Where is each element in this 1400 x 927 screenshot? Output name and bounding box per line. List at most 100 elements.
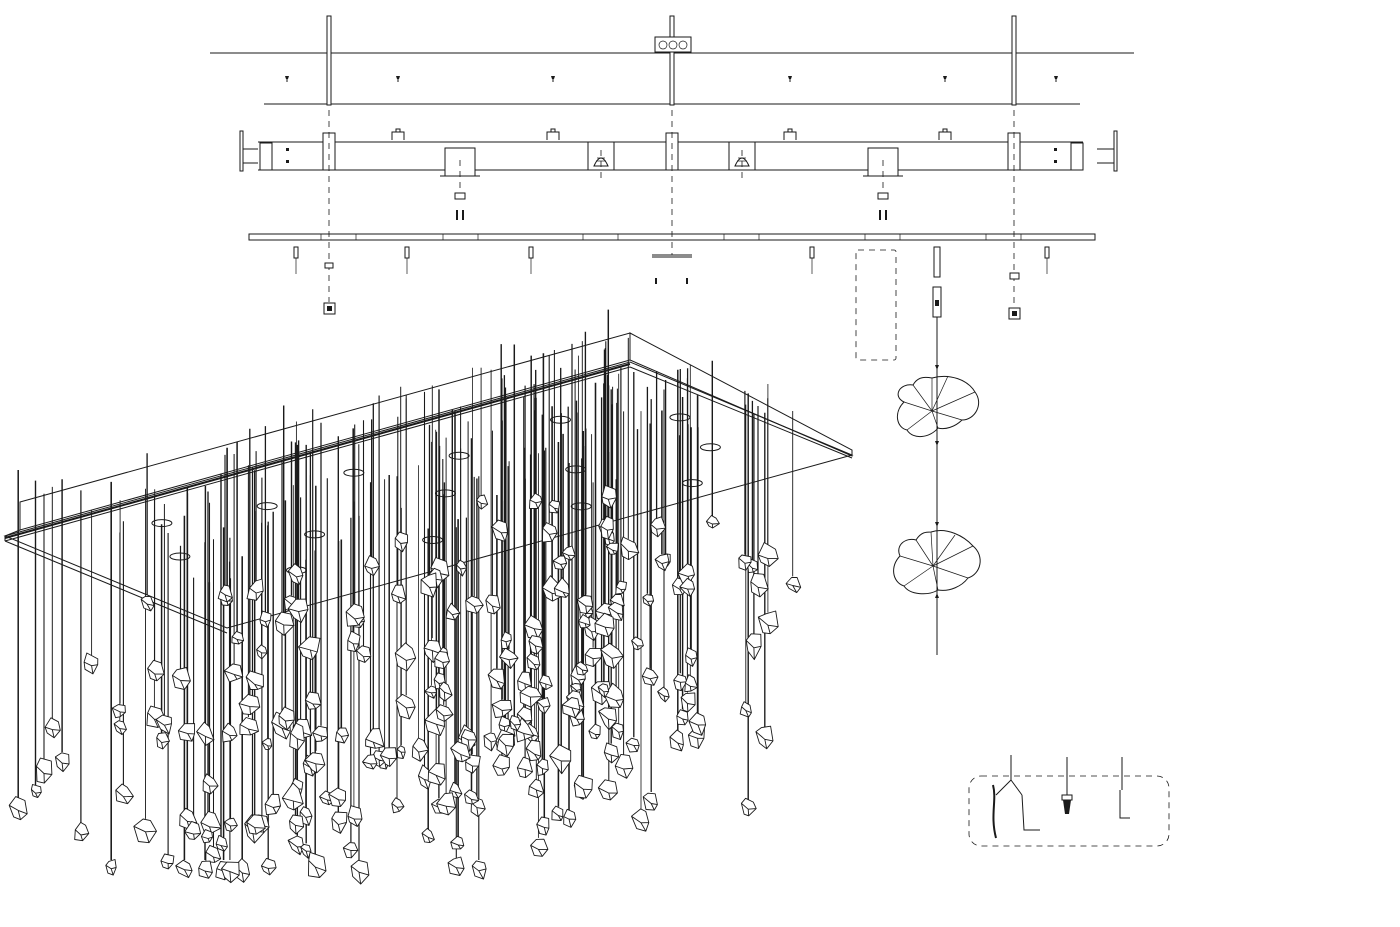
crystal-icon: [8, 796, 28, 821]
crystal-icon: [105, 859, 117, 876]
crystal-icon: [113, 720, 127, 736]
crystal-icon: [530, 838, 549, 857]
crystal-icon: [289, 722, 305, 751]
crystal-icon: [673, 673, 688, 692]
crystal-icon: [471, 860, 487, 880]
crystal-icon: [396, 745, 406, 759]
crystal-icon: [435, 704, 454, 722]
crystal-icon: [287, 598, 309, 624]
crystal-icon: [607, 601, 624, 621]
crystal-icon: [436, 792, 457, 816]
lamp-ring: [422, 536, 444, 544]
crystal-icon: [705, 515, 720, 529]
crystal-icon: [536, 758, 549, 776]
lamp-ring: [434, 489, 456, 498]
crystal-icon: [345, 603, 365, 627]
crystal-icon: [231, 630, 245, 645]
crystal-icon: [614, 753, 634, 779]
crystal-icon: [499, 647, 519, 669]
crystal-icon: [642, 792, 658, 811]
crystal-icon: [684, 674, 698, 693]
crystal-icon: [578, 614, 591, 629]
crystal-icon: [745, 633, 762, 661]
crystal-icon: [278, 706, 295, 731]
crystal-icon: [424, 685, 437, 699]
crystal-icon: [379, 747, 398, 767]
crystal-icon: [221, 861, 240, 884]
crystal-icon: [685, 647, 698, 667]
crystal-icon: [487, 668, 505, 690]
crystal-icon: [738, 554, 752, 571]
crystal-icon: [342, 842, 359, 859]
crystal-icon: [552, 555, 568, 570]
mounting-rod-left: [326, 15, 332, 106]
crystal-icon: [260, 857, 277, 876]
crystal-icon: [156, 732, 170, 750]
crystal-icon: [576, 595, 594, 615]
lamp-ring: [699, 443, 721, 452]
crystal-icon: [491, 519, 508, 542]
crystal-icon: [485, 594, 501, 615]
crystal-icon: [740, 797, 757, 817]
crystal-icon: [312, 725, 329, 742]
crystal-icon: [456, 559, 468, 577]
crystal-icon: [261, 738, 273, 751]
mounting-rod-right: [1011, 15, 1017, 106]
lamp-ring: [169, 552, 191, 561]
crystal-icon: [631, 808, 650, 832]
crystal-icon: [785, 577, 802, 594]
crystal-icon: [115, 783, 134, 805]
crystal-icon: [420, 572, 437, 598]
crystal-icon: [246, 578, 264, 601]
accessory-detail: [968, 755, 1170, 847]
crystal-icon: [54, 752, 70, 773]
crystal-icon: [679, 577, 696, 597]
crystal-icon: [525, 739, 542, 762]
crystal-icon: [246, 814, 266, 835]
crystal-icon: [245, 670, 264, 690]
crystal-icon: [287, 835, 304, 856]
crystal-icon: [523, 614, 544, 639]
crystal-icon: [588, 723, 601, 740]
lamp-ring: [565, 465, 587, 474]
crystal-icon: [411, 737, 429, 762]
crystal-icon: [600, 515, 614, 540]
crystal-icon: [549, 744, 572, 775]
crystal-icon: [223, 817, 238, 832]
crystal-icon: [394, 642, 417, 672]
crystal-icon: [221, 722, 238, 743]
crystal-icon: [200, 829, 213, 844]
crystal-icon: [215, 834, 228, 852]
crystal-icon: [601, 484, 617, 509]
crystal-icon: [542, 522, 558, 543]
lamp-rings: [151, 413, 721, 575]
crystal-icon: [298, 636, 321, 661]
crystal-icon: [642, 594, 655, 607]
crystal-icon: [561, 697, 581, 719]
crystal-icon: [563, 808, 577, 828]
crystal-icon: [598, 707, 617, 731]
crystal-icon: [676, 709, 689, 726]
crystal-icon: [464, 789, 480, 805]
crystal-icon: [536, 816, 550, 836]
crystal-icon: [198, 860, 213, 879]
canopy-plate: [248, 233, 1096, 284]
wire-connectors: [454, 192, 889, 220]
crystal-icon: [202, 773, 219, 795]
crystal-icon: [631, 636, 644, 651]
crystal-icon: [356, 645, 372, 663]
crystal-icon: [256, 644, 268, 660]
crystal-icon: [755, 725, 774, 750]
mounting-rod-center: [669, 15, 675, 106]
crystal-icon: [184, 820, 202, 840]
crystal-icon: [160, 853, 175, 870]
canopy-housing: [239, 128, 1118, 220]
crystal-icon: [238, 693, 261, 716]
crystal-icon: [239, 717, 259, 736]
crystal-icon: [35, 757, 53, 784]
crystal-icon: [465, 595, 484, 614]
crystal-icon: [680, 692, 696, 713]
crystal-icon: [155, 714, 172, 735]
crystal-icon: [364, 555, 380, 577]
